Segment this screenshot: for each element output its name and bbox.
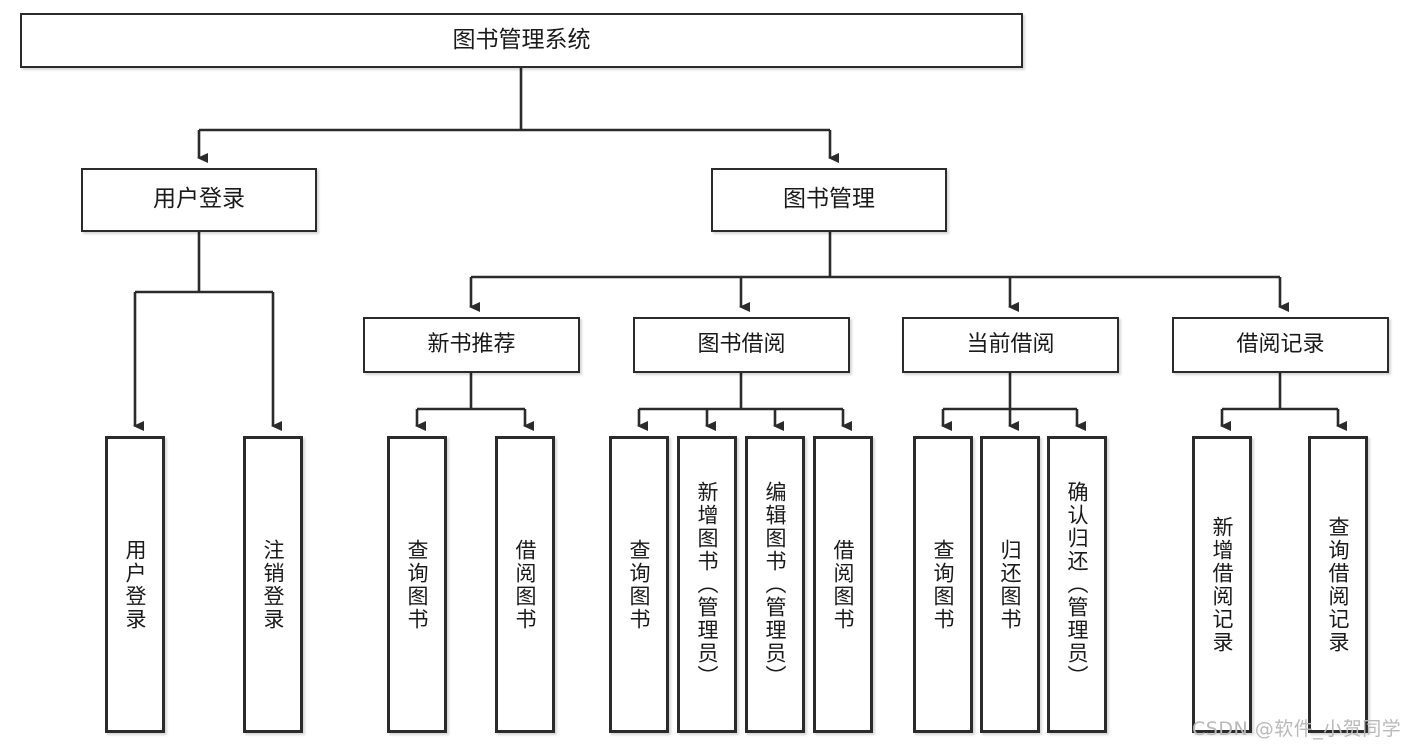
node-label: 用户登录	[123, 538, 148, 631]
node-label: 图书管理系统	[452, 26, 591, 53]
node-label: 借阅图书	[513, 538, 538, 631]
node-label: 注销登录	[261, 538, 286, 631]
node-label: 借阅记录	[1236, 332, 1325, 358]
node-book-borrow[interactable]: 图书借阅	[633, 317, 850, 373]
node-leaf-query-book-2[interactable]: 查询图书	[609, 436, 669, 733]
node-leaf-query-book-1[interactable]: 查询图书	[387, 436, 447, 733]
node-label: 图书管理	[783, 186, 875, 213]
node-leaf-borrow-book-1[interactable]: 借阅图书	[495, 436, 555, 733]
node-leaf-add-record[interactable]: 新增借阅记录	[1192, 436, 1252, 733]
node-leaf-confirm-return[interactable]: 确认归还（管理员）	[1047, 436, 1107, 733]
node-label: 查询借阅记录	[1326, 515, 1351, 654]
node-label: 借阅图书	[831, 538, 856, 631]
node-leaf-return-book[interactable]: 归还图书	[980, 436, 1040, 733]
node-user-login[interactable]: 用户登录	[81, 168, 317, 232]
node-label: 查询图书	[627, 538, 652, 631]
node-leaf-user-login[interactable]: 用户登录	[105, 436, 165, 733]
node-leaf-edit-book[interactable]: 编辑图书（管理员）	[745, 436, 805, 733]
node-leaf-query-record[interactable]: 查询借阅记录	[1308, 436, 1368, 733]
node-label: 确认归还（管理员）	[1065, 481, 1090, 688]
node-leaf-borrow-book-2[interactable]: 借阅图书	[813, 436, 873, 733]
node-label: 归还图书	[998, 538, 1023, 631]
node-leaf-add-book[interactable]: 新增图书（管理员）	[677, 436, 737, 733]
node-label: 编辑图书（管理员）	[763, 481, 788, 688]
node-root-system[interactable]: 图书管理系统	[20, 13, 1023, 68]
node-label: 查询图书	[931, 538, 956, 631]
node-label: 查询图书	[405, 538, 430, 631]
node-label: 新增图书（管理员）	[695, 481, 720, 688]
node-current-borrow[interactable]: 当前借阅	[902, 317, 1119, 373]
node-label: 当前借阅	[966, 332, 1055, 358]
node-leaf-query-book-3[interactable]: 查询图书	[913, 436, 973, 733]
node-label: 新书推荐	[427, 332, 516, 358]
node-label: 图书借阅	[697, 332, 786, 358]
node-label: 新增借阅记录	[1210, 515, 1235, 654]
node-label: 用户登录	[153, 186, 245, 213]
node-leaf-logout[interactable]: 注销登录	[243, 436, 303, 733]
node-new-book-recommend[interactable]: 新书推荐	[363, 317, 580, 373]
node-book-manage[interactable]: 图书管理	[711, 168, 947, 232]
node-borrow-record[interactable]: 借阅记录	[1172, 317, 1389, 373]
